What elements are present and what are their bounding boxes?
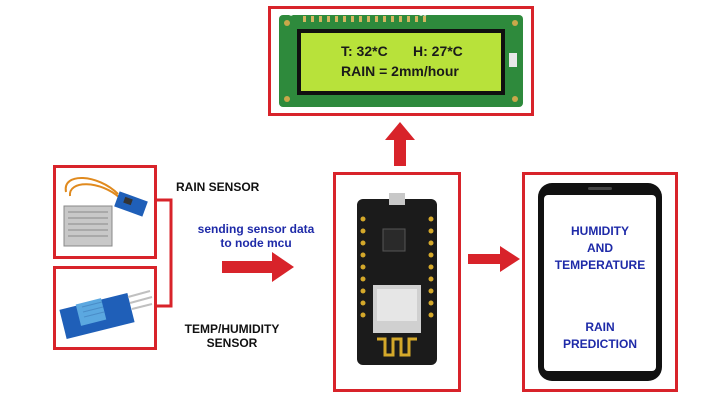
- sending-data-line1: sending sensor data: [197, 222, 315, 236]
- temp-humidity-sensor-frame: [53, 266, 157, 350]
- smartphone-frame: HUMIDITY AND TEMPERATURE RAIN PREDICTION: [522, 172, 678, 392]
- nodemcu-frame: [333, 172, 461, 392]
- lcd-rain-text: RAIN = 2mm/hour: [341, 63, 459, 79]
- lcd-humidity-text: H: 27*C: [413, 43, 463, 59]
- phone-line-humidity: HUMIDITY: [571, 224, 629, 238]
- lcd-pin-label-left: 1: [289, 11, 293, 18]
- phone-line-temperature: TEMPERATURE: [554, 258, 646, 272]
- arrow-to-nodemcu: [222, 252, 294, 282]
- phone-text-bottom: RAIN PREDICTION: [542, 319, 658, 353]
- sensor-connector-line: [155, 198, 173, 308]
- dht-sensor-icon: [59, 290, 153, 340]
- phone-line-and: AND: [587, 241, 613, 255]
- sending-data-line2: to node mcu: [220, 236, 292, 250]
- rain-sensor-icon: [63, 177, 148, 247]
- temp-humidity-label-line2: SENSOR: [206, 336, 258, 350]
- rain-sensor-frame: [53, 165, 157, 259]
- nodemcu-board-icon: [357, 193, 437, 365]
- lcd-display-frame: 1 16 T: 32*C H: 27*C RAIN = 2mm/hour: [268, 6, 534, 116]
- arrow-up: [385, 122, 415, 166]
- phone-text-top: HUMIDITY AND TEMPERATURE: [542, 223, 658, 274]
- smartphone-icon: [538, 183, 662, 381]
- arrow-to-phone: [468, 246, 520, 272]
- phone-line-rain: RAIN: [585, 320, 615, 334]
- sending-data-label: sending sensor data to node mcu: [188, 222, 324, 250]
- phone-line-prediction: PREDICTION: [562, 337, 637, 351]
- lcd-display-icon: [279, 15, 523, 107]
- lcd-temperature-text: T: 32*C: [341, 43, 388, 59]
- lcd-pin-label-right: 16: [419, 11, 427, 18]
- temp-humidity-label-line1: TEMP/HUMIDITY: [184, 322, 280, 336]
- rain-sensor-label: RAIN SENSOR: [176, 180, 260, 194]
- temp-humidity-sensor-label: TEMP/HUMIDITY SENSOR: [176, 322, 288, 350]
